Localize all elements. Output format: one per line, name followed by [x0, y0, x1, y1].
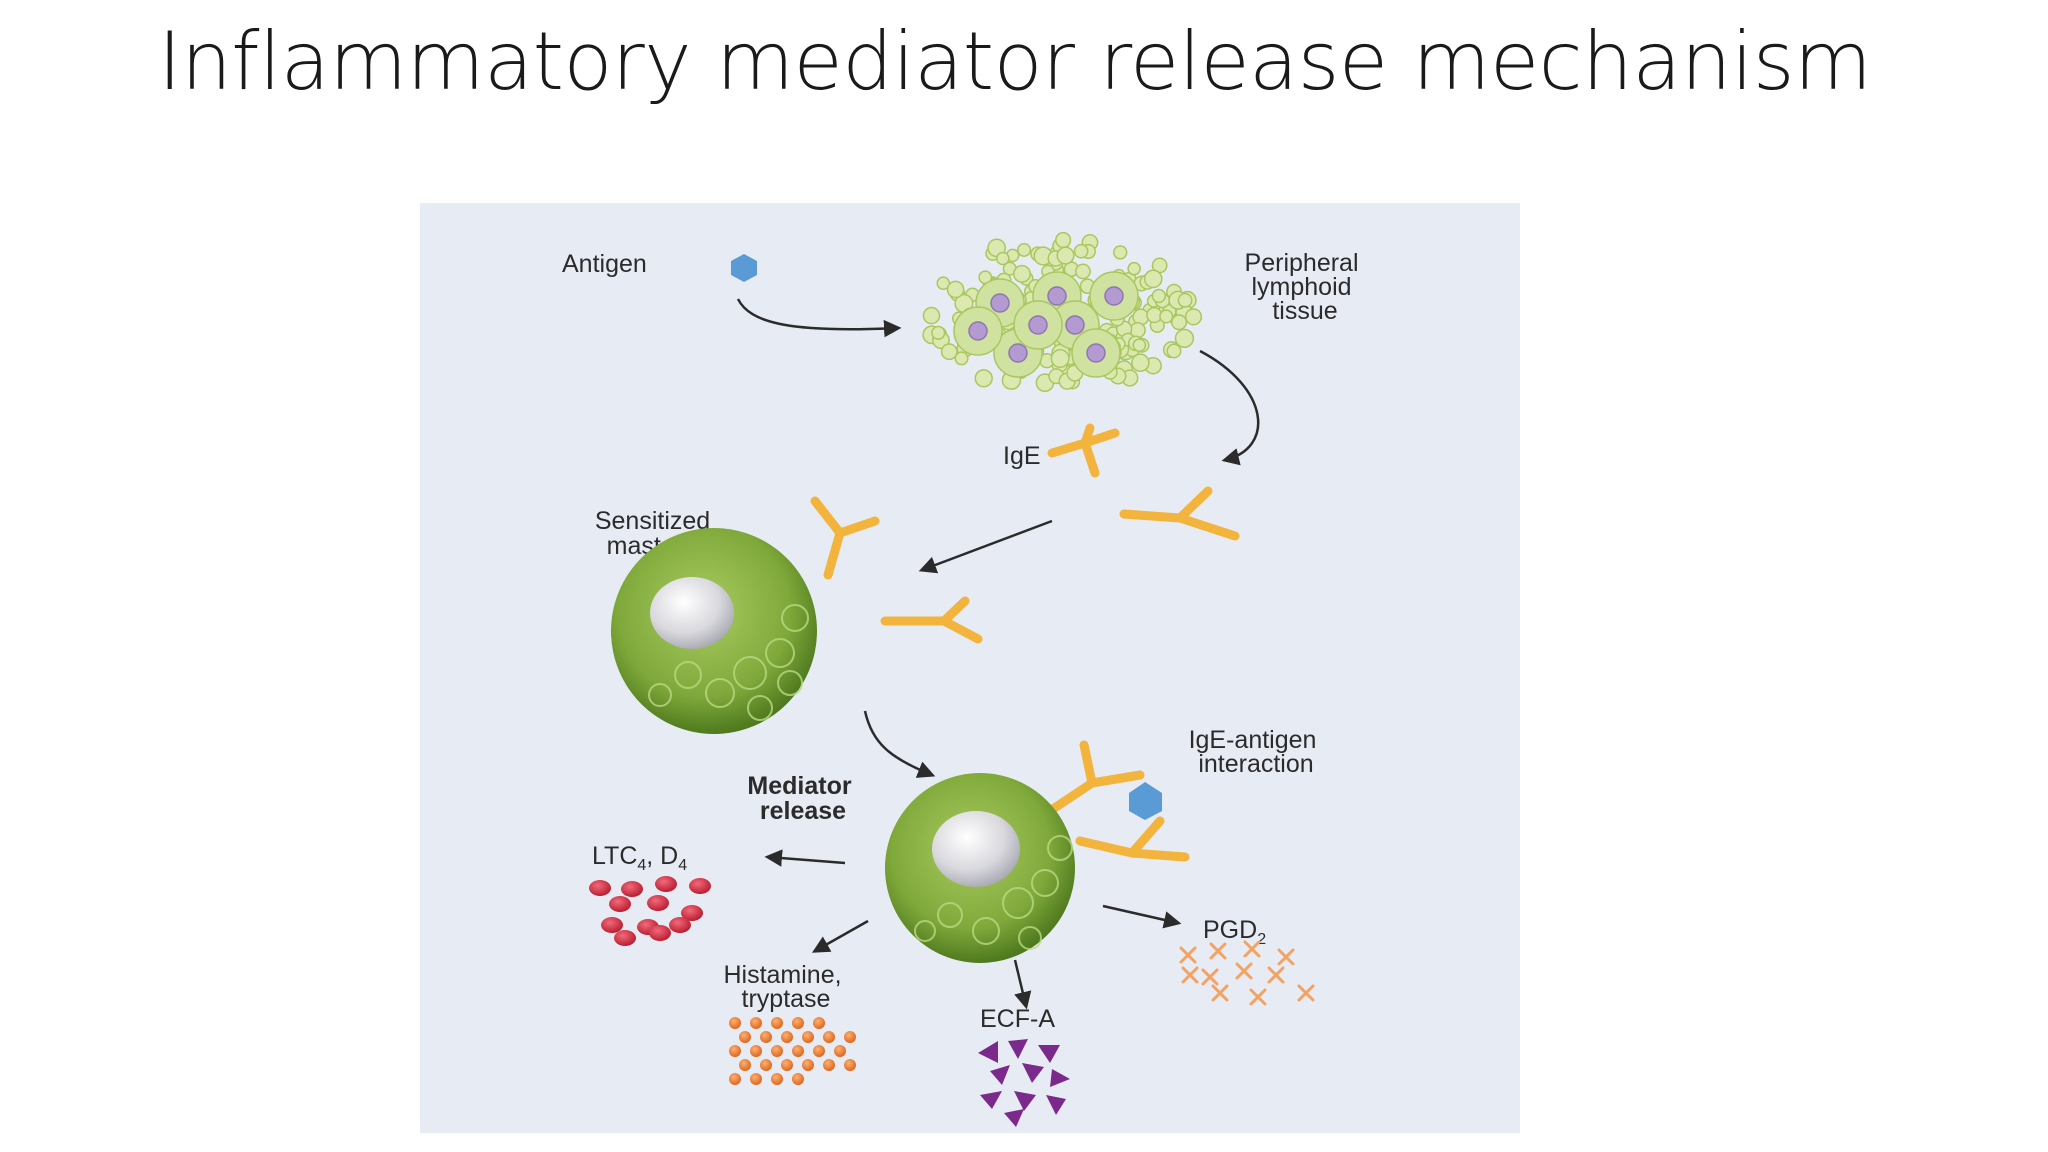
arrow-antigen-to-tissue — [736, 298, 902, 338]
ecf-a-label: ECF-A — [980, 1005, 1055, 1033]
histamine-molecules-icon — [729, 1017, 856, 1085]
bound-ige-icon — [810, 496, 983, 644]
histamine-tryptase-label: Histamine, tryptase — [723, 961, 848, 1013]
diagram-panel: Antigen Peripheral lymphoid tissue IgE S… — [420, 203, 1520, 1133]
arrow-to-activated-cell — [863, 710, 936, 778]
ige-antibody-icon-2 — [1119, 486, 1240, 541]
arrow-ige-to-mast-cell — [918, 519, 1053, 574]
arrow-tissue-to-ige — [1199, 349, 1260, 466]
crosslinked-ige-icon — [1045, 740, 1190, 862]
ltc-label: LTC4, D4 — [592, 842, 687, 874]
activated-mast-cell-icon — [885, 773, 1075, 963]
lymphoid-tissue-label: Peripheral lymphoid tissue — [1245, 249, 1366, 325]
sensitized-mast-cell-icon — [611, 528, 817, 734]
ige-label: IgE — [1003, 442, 1041, 470]
mediator-release-label: Mediator release — [747, 772, 858, 825]
ltc-molecules-icon — [589, 876, 711, 946]
arrow-to-ecf — [1013, 959, 1032, 1010]
ige-antigen-interaction-label: IgE-antigen interaction — [1189, 726, 1324, 778]
pgd2-molecules-icon — [1179, 940, 1315, 1006]
arrow-to-pgd — [1102, 904, 1182, 929]
arrow-to-histamine — [811, 919, 869, 953]
ecf-a-molecules-icon — [978, 1039, 1070, 1127]
pgd2-label: PGD2 — [1203, 916, 1266, 948]
arrow-to-ltc — [764, 849, 846, 867]
antigen-label: Antigen — [562, 250, 647, 278]
bound-antigen-icon — [1129, 782, 1162, 820]
slide-title: Inflammatory mediator release mechanism — [158, 15, 1872, 108]
ige-antibody-icon — [1047, 423, 1120, 478]
lymphoid-tissue-icon — [922, 231, 1203, 393]
antigen-icon — [731, 254, 757, 282]
